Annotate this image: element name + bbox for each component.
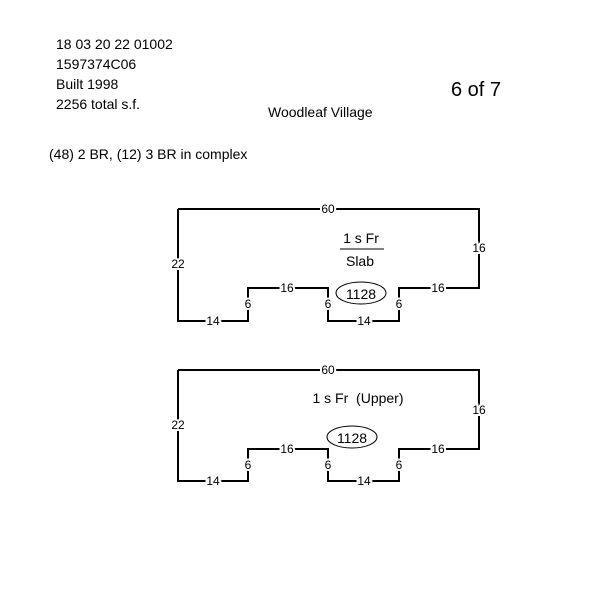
account-number: 1597374C06 (56, 56, 137, 72)
page-indicator: 6 of 7 (451, 79, 502, 101)
dim-right: 16 (472, 403, 486, 417)
dim-left: 22 (171, 257, 185, 271)
dim-step-right: 16 (431, 281, 445, 295)
dim-bottom-mid: 14 (357, 314, 371, 328)
dim-jog-1: 6 (245, 458, 252, 472)
total-square-feet: 2256 total s.f. (56, 96, 141, 112)
area-ellipse (335, 281, 387, 305)
sketch-1: 60 22 16 16 16 6 6 6 14 14 1 s Fr Slab 1… (169, 200, 488, 330)
dim-step-left: 16 (280, 442, 294, 456)
dim-step-left: 16 (280, 281, 294, 295)
dim-bottom-left: 14 (206, 474, 220, 488)
dim-top: 60 (321, 363, 335, 377)
dim-bottom-left: 14 (206, 314, 220, 328)
dim-jog-3: 6 (396, 297, 403, 311)
dim-bottom-mid: 14 (357, 474, 371, 488)
dim-top: 60 (321, 202, 335, 216)
sketch-1-label: 1 s Fr (343, 230, 379, 246)
area-ellipse (326, 425, 378, 449)
sketch-1-outline (177, 208, 480, 322)
parcel-id: 18 03 20 22 01002 (56, 36, 173, 52)
dim-right: 16 (472, 241, 486, 255)
dim-jog-2: 6 (325, 458, 332, 472)
sketch-2-area: 1128 (337, 430, 367, 446)
dim-step-right: 16 (431, 442, 445, 456)
dim-jog-3: 6 (396, 458, 403, 472)
dim-jog-2: 6 (325, 297, 332, 311)
sketch-2: 60 22 16 16 16 6 6 6 14 14 1 s Fr (Upper… (169, 361, 488, 490)
sketch-2-outline (177, 369, 480, 482)
subdivision-name: Woodleaf Village (268, 104, 373, 120)
sketch-1-area: 1128 (346, 286, 376, 302)
dim-jog-1: 6 (245, 297, 252, 311)
dim-left: 22 (171, 418, 185, 432)
complex-note: (48) 2 BR, (12) 3 BR in complex (49, 146, 248, 162)
year-built: Built 1998 (56, 76, 119, 92)
sketch-2-label: 1 s Fr (Upper) (312, 390, 403, 406)
sketch-1-foundation: Slab (346, 253, 374, 269)
